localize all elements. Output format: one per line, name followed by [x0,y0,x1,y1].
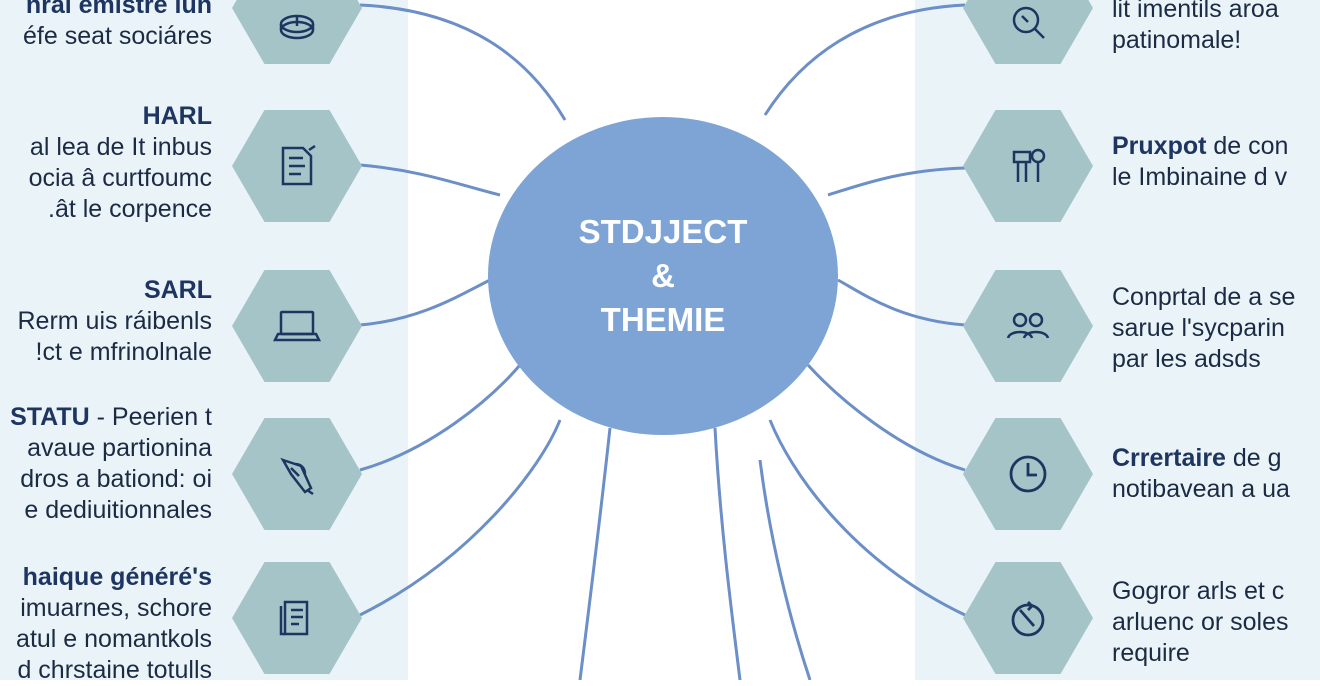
right-item-2-lead-rest: de con [1206,132,1289,160]
people-icon [1006,312,1050,339]
right-item-5-line-3: require [1112,639,1190,667]
center-title-line1: STDJJECT [578,213,748,250]
right-item-4-line-1: notibavean a ua [1112,475,1290,503]
left-item-5-line-3: d chrstaine totulls [17,656,212,684]
rocket-icon [280,457,314,496]
link-right-2 [827,166,966,197]
left-item-4-line-3: e dediuitionnales [24,496,212,524]
left-item-2-line-3: ât le corpence. [48,195,212,223]
left-item-3-text: SARL Rerm uis ráibenls ct e mfrinolnale! [0,275,212,368]
right-item-4-text: Crrertaire de g notibavean a ua [1112,443,1320,505]
left-item-5-line-2: atul e nomantkols [16,625,212,653]
left-item-3-line-1: Rerm uis ráibenls [17,307,212,335]
left-item-5-text: haique généré's imuarnes, schore atul e … [0,562,212,686]
link-left-6 [578,427,612,680]
right-item-2-lead: Pruxpot [1112,132,1207,160]
link-right-5 [768,419,966,617]
link-right-7 [758,459,812,680]
right-item-3-line-2: sarue l'sycparin [1112,314,1285,342]
clock-icon [1009,455,1047,493]
right-item-5-text: Gogror arls et c arluenc or soles requir… [1112,576,1320,669]
right-item-5-line-2: arluenc or soles [1112,608,1289,636]
left-item-4-line-2: dros a bationd: oi [20,465,212,493]
left-item-2-line-1: al lea de It inbus [29,133,212,161]
link-right-6 [713,427,742,680]
laptop-icon [272,310,322,342]
right-item-2-text: Pruxpot de con le Imbinaine d v [1112,131,1320,193]
link-right-1 [763,3,966,116]
link-left-3 [359,278,491,327]
right-item-3-line-3: par les adsds [1112,345,1261,373]
right-item-2-lead-line: Pruxpot de con [1112,131,1320,162]
left-item-1-line-1: nral emistre lun [25,0,212,19]
link-right-4 [806,363,966,472]
left-item-4-lead: STATU [10,403,90,431]
hex-left-5 [232,562,362,674]
left-item-2-text: HARL al lea de It inbus ocia â curtfoumc… [0,101,212,225]
center-topic-node: STDJJECT & THEMIE [488,117,838,435]
tools-icon [1012,148,1046,182]
right-item-1-line-1: lit imentils aroa [1112,0,1279,23]
center-title-line3: THEMIE [600,301,726,338]
left-item-2-line-2: ocia â curtfoumc [28,164,212,192]
left-item-2-heading: HARL [142,102,212,130]
notepad-icon [279,600,309,636]
right-item-1-line-2: patinomale! [1112,26,1242,54]
left-item-3-heading: SARL [143,276,212,304]
right-item-4-lead-line: Crrertaire de g [1112,443,1320,474]
left-item-5-line-1: imuarnes, schore [20,594,212,622]
right-item-5-line-1: Gogror arls et c [1112,577,1285,605]
right-item-2-line-1: le Imbinaine d v [1112,163,1288,191]
magnifier-icon [1012,6,1045,39]
right-item-1-text: lit imentils aroa patinomale! [1112,0,1320,56]
right-item-4-lead: Crrertaire [1112,444,1226,472]
center-title-line2: & [651,257,675,294]
right-item-3-text: Conprtal de a se sarue l'sycparin par le… [1112,282,1320,375]
link-left-1 [359,3,567,121]
left-item-4-line-1: avaue partionina [27,434,212,462]
left-item-1-line-2: éfe seat sociáres [23,22,212,50]
left-item-3-line-2: ct e mfrinolnale! [35,338,212,366]
left-item-5-lead: haique généré's [22,563,212,591]
document-scroll-icon [281,144,316,186]
right-item-3-line-1: Conprtal de a se [1112,283,1296,311]
link-left-2 [359,163,501,197]
left-item-4-lead-line: STATU - Peerien t [0,402,212,433]
right-item-4-lead-rest: de g [1225,444,1282,472]
left-item-1-text: nral emistre lun éfe seat sociáres [0,0,212,52]
coin-icon [279,14,315,40]
left-item-4-text: STATU - Peerien t avaue partionina dros … [0,402,212,526]
refresh-icon [1011,601,1045,637]
link-left-4 [359,364,522,472]
left-item-4-lead-rest: - Peerien t [89,403,212,431]
link-right-3 [837,278,966,327]
link-left-5 [359,419,562,617]
